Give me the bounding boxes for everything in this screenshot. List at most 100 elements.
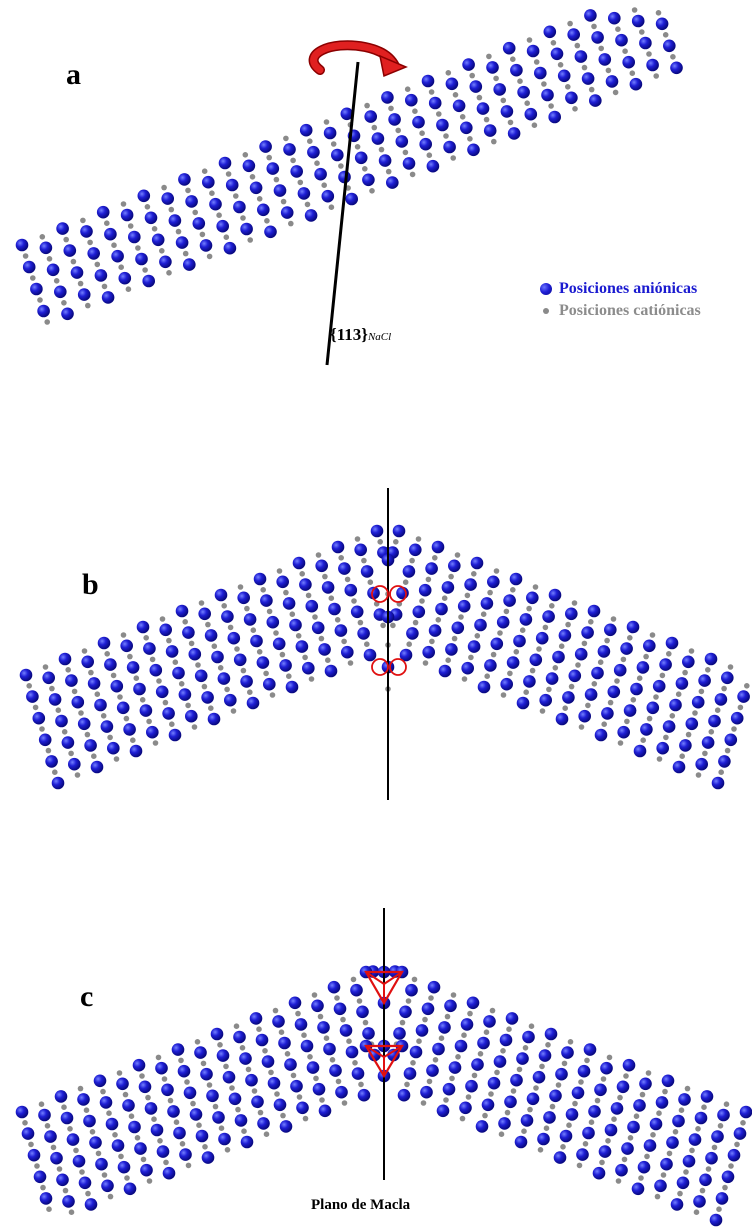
cation-position [500, 1048, 506, 1054]
cation-position [330, 1057, 336, 1063]
cation-position [56, 707, 62, 713]
anion-position [296, 640, 309, 653]
cation-position [63, 237, 69, 243]
cation-position [273, 1008, 279, 1014]
cation-position [216, 212, 222, 218]
cation-position [334, 995, 340, 1001]
cation-position [533, 1085, 539, 1091]
anion-position [64, 244, 77, 257]
anion-position [150, 664, 163, 677]
anion-position [510, 64, 523, 77]
anion-position [364, 649, 377, 662]
anion-position [594, 1084, 607, 1097]
cation-position [146, 719, 152, 725]
anion-position [671, 1198, 684, 1211]
anion-position [223, 1071, 236, 1084]
anion-position [289, 997, 302, 1010]
anion-position [624, 704, 637, 717]
anion-position [427, 160, 440, 173]
cation-position [143, 635, 149, 641]
cation-position [279, 1029, 285, 1035]
cation-position [257, 649, 263, 655]
cation-position [135, 1135, 141, 1141]
cation-position [721, 686, 727, 692]
anion-position [551, 48, 564, 61]
anion-position [544, 26, 557, 39]
cation-position [163, 700, 169, 706]
anion-position [521, 1114, 534, 1127]
anion-position [510, 1074, 523, 1087]
cation-position [159, 248, 165, 254]
anion-position [322, 190, 335, 203]
cation-position [616, 1178, 622, 1184]
cation-position [355, 144, 361, 150]
anion-position [20, 669, 33, 682]
cation-position [653, 73, 659, 79]
anion-position [267, 162, 280, 175]
cation-position [200, 232, 206, 238]
anion-position [38, 1109, 51, 1122]
anion-position [483, 1015, 496, 1028]
cation-position [482, 1113, 488, 1119]
anion-position [477, 102, 490, 115]
cation-position [423, 660, 429, 666]
anion-position [172, 1043, 185, 1056]
cation-position [628, 1135, 634, 1141]
anion-position [474, 619, 487, 632]
cation-position [192, 724, 198, 730]
cation-position [240, 1045, 246, 1051]
cation-position [217, 1042, 223, 1048]
cation-position [584, 1058, 590, 1064]
cation-position [329, 204, 335, 210]
anion-position [250, 182, 263, 195]
anion-position [487, 576, 500, 589]
cation-position [43, 664, 49, 670]
anion-position [515, 1136, 528, 1149]
anion-position [313, 1083, 326, 1096]
cation-position [410, 172, 416, 178]
anion-position [396, 135, 409, 148]
anion-position [130, 745, 143, 758]
anion-position [608, 12, 621, 25]
anion-position [670, 62, 683, 75]
anion-position [552, 651, 565, 664]
anion-position [546, 672, 559, 685]
anion-position [526, 592, 539, 605]
anion-position [435, 603, 448, 616]
anion-position [71, 266, 84, 279]
anion-position [329, 1064, 342, 1077]
cation-position [37, 297, 43, 303]
anion-position [653, 680, 666, 693]
anion-position [351, 606, 364, 619]
anion-position [335, 624, 348, 637]
cation-position [234, 1023, 240, 1029]
anion-position [461, 662, 474, 675]
cation-position [134, 675, 140, 681]
cation-position [709, 729, 715, 735]
anion-position [145, 1102, 158, 1115]
cation-position [560, 1144, 566, 1150]
cation-position [355, 536, 361, 542]
anion-position [254, 573, 267, 586]
cation-position [634, 1113, 640, 1119]
anion-position [121, 209, 134, 222]
cation-position [102, 284, 108, 290]
cation-position [413, 620, 419, 626]
cation-position [169, 721, 175, 727]
cation-position [508, 120, 514, 126]
cation-position [622, 1157, 628, 1163]
anion-position [608, 686, 621, 699]
cation-position [252, 1088, 258, 1094]
cation-position [241, 668, 247, 674]
anion-position [425, 562, 438, 575]
anion-position [118, 1161, 131, 1174]
anion-position [357, 627, 370, 640]
anion-position [695, 758, 708, 771]
cation-position [689, 648, 695, 654]
cation-position [114, 756, 120, 762]
cation-position [622, 48, 628, 54]
anion-position [172, 667, 185, 680]
cation-position [744, 683, 750, 689]
cation-position [180, 1141, 186, 1147]
anion-position [182, 626, 195, 639]
